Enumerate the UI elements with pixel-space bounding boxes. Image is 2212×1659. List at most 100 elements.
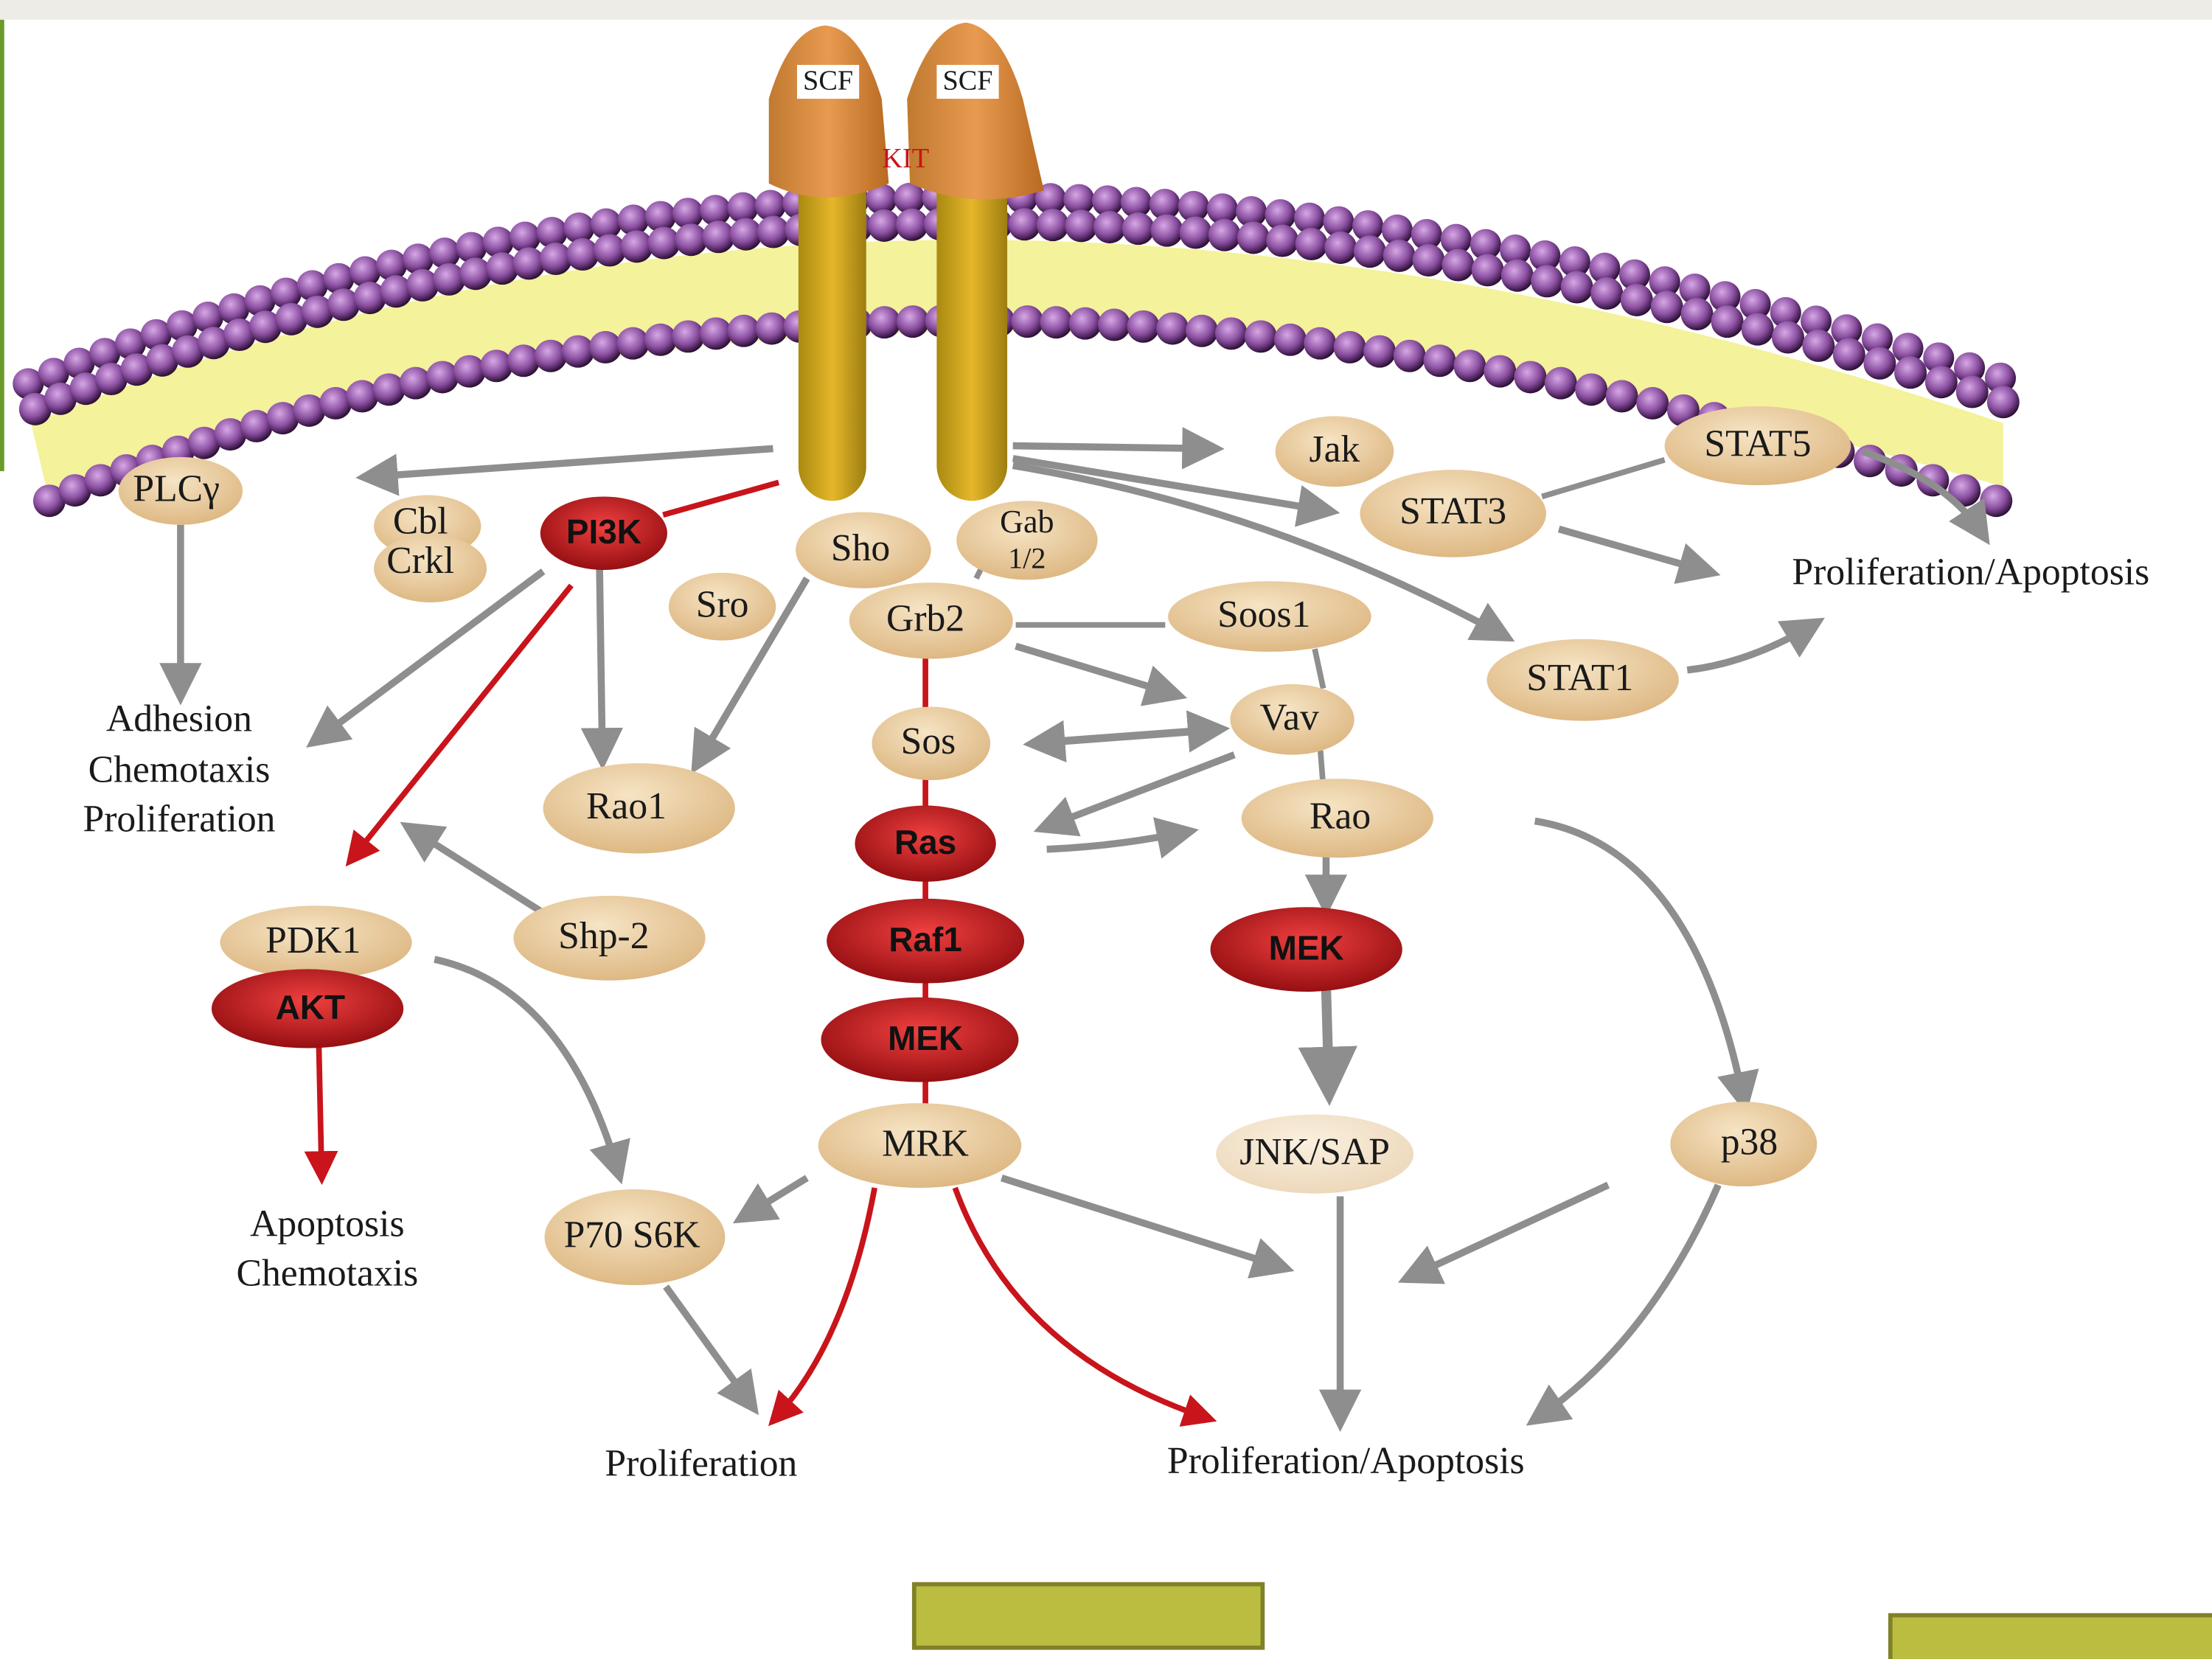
node-label: STAT5 [1704, 422, 1811, 465]
node-shape [1486, 639, 1679, 721]
node-shape [543, 763, 735, 854]
node-shp2[interactable]: Shp-2 [513, 895, 706, 981]
node-shape [818, 1103, 1022, 1188]
lipid-head [672, 198, 703, 229]
lipid-head [1589, 252, 1621, 284]
node-label: Sro [696, 583, 749, 625]
lipid-head [1531, 265, 1564, 298]
node-shape [1360, 470, 1546, 557]
arrow-stat5-prolif [1860, 448, 1990, 546]
lipid-head [1770, 296, 1801, 329]
lipid-head [1179, 216, 1212, 249]
node-stat1[interactable]: STAT1 [1486, 639, 1679, 721]
node-label: Rao1 [586, 785, 667, 827]
node-label: PDK1 [265, 919, 361, 961]
node-grb2[interactable]: Grb2 [849, 582, 1013, 659]
node-rao1[interactable]: Rao1 [543, 763, 735, 854]
node-p70[interactable]: P70 S6K [544, 1189, 726, 1285]
lipid-head [589, 330, 622, 364]
node-mek-right[interactable]: MEK [1210, 907, 1402, 992]
link-kit-pi3k [662, 479, 780, 518]
lipid-head [319, 386, 352, 420]
arrow-kit-jak [1012, 427, 1225, 470]
lipid-head [507, 344, 540, 378]
lipid-head [1214, 317, 1248, 350]
lipid-head [1984, 362, 2017, 394]
arrow-kit-stat3 [1012, 455, 1340, 527]
node-label: MEK [888, 1019, 963, 1057]
node-label: MEK [1269, 929, 1344, 967]
node-rao[interactable]: Rao [1241, 779, 1433, 858]
top-border [0, 0, 2212, 20]
node-jak[interactable]: Jak [1275, 416, 1394, 487]
node-mrk[interactable]: MRK [818, 1103, 1022, 1188]
footer-box-right [1888, 1613, 2212, 1659]
node-label: Gab [1000, 504, 1054, 540]
node-sos[interactable]: Sos [872, 706, 991, 781]
link-stat3-stat5 [1541, 457, 1666, 500]
lipid-head [1353, 235, 1386, 268]
node-pi3k[interactable]: PI3K [540, 496, 667, 570]
lipid-head [1244, 320, 1277, 353]
node-raf1[interactable]: Raf1 [827, 898, 1025, 984]
lipid-head [406, 268, 439, 302]
node-shape [796, 512, 931, 588]
arrow-mrk-prolif-apop-2 [1000, 1175, 1295, 1279]
lipid-head [18, 392, 52, 425]
lipid-head [1863, 347, 1896, 380]
node-sro[interactable]: Sro [668, 572, 776, 641]
lipid-head [868, 306, 901, 339]
lipid-head [429, 237, 461, 269]
node-label: P70 S6K [564, 1214, 700, 1256]
lipid-head [296, 270, 328, 302]
lipid-head [895, 208, 928, 241]
node-label: AKT [276, 988, 345, 1026]
lipid-head [1034, 183, 1066, 215]
lipid-head [38, 358, 69, 389]
lipid-head [266, 402, 299, 435]
node-soos1[interactable]: Soos1 [1168, 581, 1371, 652]
node-shape [513, 895, 706, 981]
lipid-head [1036, 209, 1069, 242]
lipid-head [755, 312, 788, 345]
lipid-head [120, 353, 153, 386]
node-sho[interactable]: Sho [796, 512, 931, 588]
lipid-head [89, 338, 121, 369]
node-stat3[interactable]: STAT3 [1360, 470, 1546, 557]
node-vav[interactable]: Vav [1230, 684, 1354, 755]
lipid-head [1206, 193, 1238, 225]
node-shape [1241, 779, 1433, 858]
lipid-head [1121, 212, 1155, 246]
node-ras[interactable]: Ras [855, 805, 996, 882]
lipid-head [1711, 305, 1744, 338]
lipid-head [223, 319, 256, 352]
lipid-head [486, 252, 519, 285]
lipid-head [1156, 312, 1189, 345]
node-plc[interactable]: PLCγ [118, 456, 243, 525]
node-pdk1[interactable]: PDK1 [220, 905, 412, 979]
node-label: MRK [882, 1122, 969, 1164]
arrow-mek-jnk [1298, 987, 1357, 1106]
lipid-head [1293, 202, 1325, 234]
lipid-head [702, 220, 735, 254]
lipid-head [1127, 310, 1160, 343]
node-p38[interactable]: p38 [1670, 1102, 1818, 1187]
lipid-head [1709, 281, 1741, 313]
node-akt[interactable]: AKT [211, 969, 404, 1048]
node-shape [540, 496, 667, 570]
lipid-head [459, 257, 493, 291]
lipid-head [757, 215, 790, 248]
lipid-head [700, 195, 731, 226]
lipid-head [1575, 373, 1608, 406]
lipid-head [1423, 344, 1456, 378]
arrows [159, 427, 1990, 1432]
node-stat5[interactable]: STAT5 [1664, 406, 1851, 486]
node-mek-center[interactable]: MEK [821, 997, 1019, 1082]
node-label: STAT3 [1399, 490, 1506, 532]
node-jnk[interactable]: JNK/SAP [1216, 1114, 1414, 1194]
node-label: Vav [1260, 697, 1319, 739]
node-shape [220, 905, 412, 979]
lipid-head [672, 320, 705, 353]
